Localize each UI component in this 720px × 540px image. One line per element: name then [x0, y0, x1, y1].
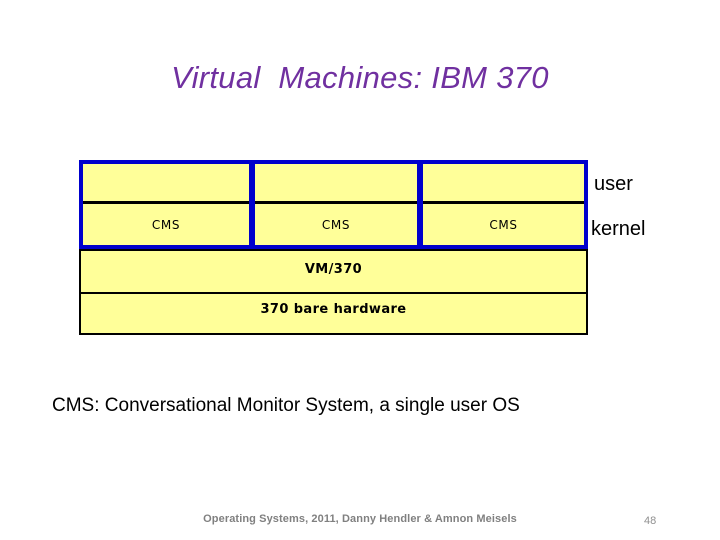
vm-box-2-kernel-area: CMS [255, 204, 417, 245]
vm-box-3-label: CMS [489, 217, 518, 232]
layer-vm370-label: VM/370 [304, 262, 363, 277]
virtual-machine-diagram: CMS CMS CMS VM/370 370 bare hardware [79, 160, 588, 335]
footer-credit: Operating Systems, 2011, Danny Hendler &… [203, 513, 517, 525]
annotation-kernel: kernel [591, 218, 646, 240]
vm-box-1-label: CMS [151, 217, 181, 232]
vm-box-2: CMS [253, 160, 421, 249]
vm-box-2-label: CMS [321, 217, 351, 232]
vm-box-3-user-area [423, 164, 584, 201]
layer-bare-hardware-label: 370 bare hardware [260, 302, 407, 317]
vm-box-2-divider [255, 201, 417, 204]
vm-box-3: CMS [421, 160, 588, 249]
page-title: Virtual Machines: IBM 370 [171, 60, 549, 95]
layer-bare-hardware: 370 bare hardware [79, 293, 588, 335]
footer-page-number: 48 [644, 515, 657, 527]
vm-box-3-kernel-area: CMS [423, 204, 584, 245]
vm-box-1-kernel-area: CMS [83, 204, 249, 245]
vm-box-row: CMS CMS CMS [79, 160, 588, 249]
vm-box-1: CMS [79, 160, 253, 249]
vm-box-1-user-area [83, 164, 249, 201]
caption-text: CMS: Conversational Monitor System, a si… [52, 395, 520, 416]
annotation-user: user [594, 173, 633, 195]
vm-box-2-user-area [255, 164, 417, 201]
layer-vm370: VM/370 [79, 249, 588, 293]
vm-box-1-divider [83, 201, 249, 204]
vm-box-3-divider [423, 201, 584, 204]
